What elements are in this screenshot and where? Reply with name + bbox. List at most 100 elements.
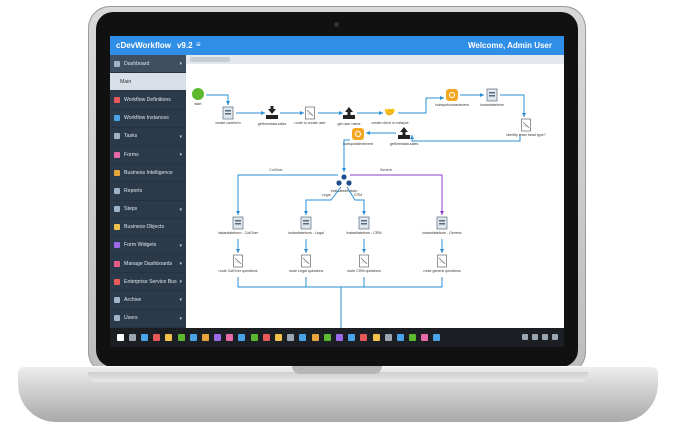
tasks-icon <box>114 133 120 140</box>
sidebar-item-tasks[interactable]: Tasks▾ <box>110 128 186 146</box>
taskbar-app-icon[interactable] <box>140 334 148 341</box>
arrow-head <box>304 249 308 253</box>
arrow-head <box>440 211 444 215</box>
taskbar-app-icon[interactable] <box>153 334 161 341</box>
brand-name: cDevWorkflow <box>116 41 171 50</box>
windows-start-icon[interactable] <box>116 334 124 341</box>
taskbar-app-icon[interactable] <box>335 334 343 341</box>
chevron-down-icon: ▾ <box>179 242 182 249</box>
taskbar-app-icon[interactable] <box>372 334 380 341</box>
taskbar-app-icon[interactable] <box>165 334 173 341</box>
taskbar-app-icon[interactable] <box>299 334 307 341</box>
taskbar-app-icon[interactable] <box>311 334 319 341</box>
arrow-head <box>366 131 370 135</box>
get-form-data-2-node[interactable]: getformdata.sales <box>390 127 419 146</box>
create-user-form-node[interactable]: create userform <box>215 106 241 125</box>
sidebar-item-workflow-definitions[interactable]: Workflow Definitions <box>110 91 186 110</box>
taskbar-app-icon[interactable] <box>360 334 368 341</box>
menu-toggle-icon[interactable]: ≡ <box>196 40 201 49</box>
get-user-name-node[interactable]: get user name <box>338 107 361 126</box>
edge-label-generic: Generic <box>380 168 393 172</box>
taskbar-app-icon[interactable] <box>226 334 234 341</box>
taskbar-app-icon[interactable] <box>262 334 270 341</box>
taskbar-app-icon[interactable] <box>348 334 356 341</box>
sidebar-item-manage-dashboards[interactable]: Manage Dashboards▾ <box>110 255 186 274</box>
sidebar-item-label: Tasks <box>124 133 138 140</box>
content-header <box>186 55 564 64</box>
welcome-user[interactable]: Welcome, Admin User <box>467 41 552 50</box>
route-cutover-node[interactable]: route CutOver questions <box>219 254 258 273</box>
sidebar-item-business-objects[interactable]: Business Objects <box>110 219 186 237</box>
windows-taskbar <box>110 328 564 347</box>
sidebar-item-reports[interactable]: Reports <box>110 182 186 201</box>
lid-notch <box>292 366 382 374</box>
chevron-down-icon: ▾ <box>179 315 182 322</box>
taskbar-app-icon[interactable] <box>409 334 417 341</box>
inst-legal-node[interactable]: instantiateform - Legal <box>288 216 324 235</box>
route-legal-node-label: route Legal questions <box>289 269 324 273</box>
edge-label-crm: CRM <box>354 193 362 197</box>
taskbar-app-icon[interactable] <box>275 334 283 341</box>
taskbar-app-icon[interactable] <box>396 334 404 341</box>
route-crm-node[interactable]: route CRM questions <box>347 254 381 273</box>
sidebar-item-business-intelligence[interactable]: Business Intelligence <box>110 164 186 183</box>
taskbar-app-icon[interactable] <box>323 334 331 341</box>
sidebar-item-archive[interactable]: Archive▾ <box>110 291 186 310</box>
evaluate-decision-node[interactable]: evaluatedecision <box>331 174 358 193</box>
taskbar-app-icon[interactable] <box>433 334 441 341</box>
taskbar-app-icon[interactable] <box>287 334 295 341</box>
hubspot-event-node-label: hubspotclientevent <box>343 142 373 146</box>
flow-connector <box>305 186 342 215</box>
route-legal-node[interactable]: route Legal questions <box>289 254 324 273</box>
taskbar-app-icon[interactable] <box>128 334 136 341</box>
hubspot-event-node[interactable]: hubspotclientevent <box>343 128 373 146</box>
taskbar-app-icon[interactable] <box>238 334 246 341</box>
sidebar-item-label: Dashboard <box>124 60 150 67</box>
inst-crm-node[interactable]: instantiateform - CRM <box>347 216 382 235</box>
taskbar-app-icon[interactable] <box>201 334 209 341</box>
sidebar-item-main[interactable]: Main <box>110 73 186 92</box>
chevron-down-icon: ▾ <box>179 206 182 213</box>
hubspot-contact-node[interactable]: hubspotcontactevent <box>435 89 469 107</box>
taskbar-app-icon[interactable] <box>421 334 429 341</box>
taskbar-app-icon[interactable] <box>214 334 222 341</box>
inst-generic-node-label: instantiateform - Generic <box>422 231 462 235</box>
taskbar-app-icon[interactable] <box>384 334 392 341</box>
flow-connector <box>343 139 350 172</box>
create-user-form-node-label: create userform <box>215 121 240 125</box>
merge-connector <box>237 277 443 288</box>
flow-connector <box>206 94 229 105</box>
sidebar-item-users[interactable]: Users ▾ <box>110 310 186 328</box>
taskbar-app-icon[interactable] <box>250 334 258 341</box>
sidebar-item-form-widgets[interactable]: Form Widgets▾ <box>110 237 186 256</box>
sidebar-item-label: Users <box>124 315 138 322</box>
chevron-down-icon: ▾ <box>179 261 182 268</box>
inst-cutover-node[interactable]: instantiateform - CutOver <box>218 216 259 235</box>
sidebar-item-dashboard[interactable]: Dashboard▾ <box>110 55 186 74</box>
arrow-head <box>440 96 444 100</box>
route-generic-node[interactable]: route generic questions <box>423 254 461 273</box>
sidebar-item-forms[interactable]: Forms▾ <box>110 146 186 165</box>
identify-team-node[interactable]: identify team head type? <box>506 118 546 137</box>
sidebar-item-steps[interactable]: Steps▾ <box>110 201 186 219</box>
instances-icon <box>114 115 120 122</box>
laptop-base <box>18 366 658 422</box>
workflow-icon <box>114 96 120 103</box>
inst-generic-node[interactable]: instantiateform - Generic <box>422 216 462 235</box>
start-node-icon[interactable] <box>192 88 204 100</box>
taskbar-app-icon[interactable] <box>189 334 197 341</box>
sidebar-item-enterprise-service-bus[interactable]: Enterprise Service Bus▾ <box>110 273 186 292</box>
instantiate-form-node[interactable]: instantiateform <box>480 88 504 107</box>
webcam <box>334 22 339 27</box>
handshake-icon[interactable]: 🤝 <box>384 107 395 117</box>
sidebar-item-workflow-instances[interactable]: Workflow Instances <box>110 110 186 128</box>
route-create-user-node[interactable]: route to create user <box>294 106 326 125</box>
breadcrumb <box>190 57 230 62</box>
get-form-data-node-label: getformdata.sales <box>258 122 287 126</box>
get-form-data-node[interactable]: getformdata.sales <box>258 106 287 126</box>
taskbar-app-icon[interactable] <box>177 334 185 341</box>
